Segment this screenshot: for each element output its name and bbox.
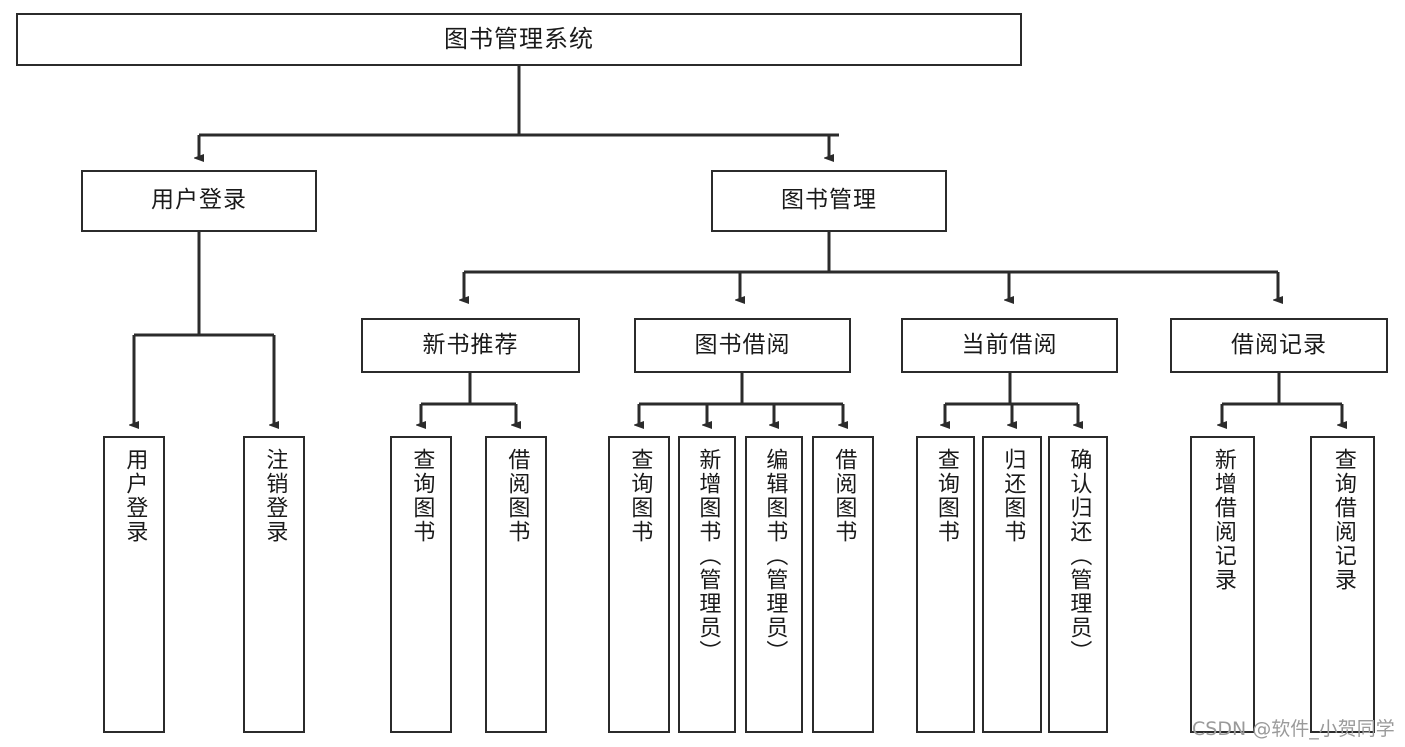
node-book-management[interactable]: 图书管理 bbox=[711, 170, 947, 232]
node-label: 编辑图书（管理员） bbox=[762, 448, 788, 664]
node-root[interactable]: 图书管理系统 bbox=[16, 13, 1022, 66]
node-label: 新增图书（管理员） bbox=[695, 448, 721, 664]
leaf-confirm-return-admin[interactable]: 确认归还（管理员） bbox=[1048, 436, 1108, 733]
node-label: 查询图书 bbox=[627, 448, 653, 544]
node-book-borrow[interactable]: 图书借阅 bbox=[634, 318, 851, 373]
leaf-query-borrow-record[interactable]: 查询借阅记录 bbox=[1310, 436, 1375, 733]
node-label: 查询图书 bbox=[409, 448, 435, 544]
node-label: 图书管理系统 bbox=[444, 25, 594, 54]
node-label: 归还图书 bbox=[1000, 448, 1026, 544]
leaf-borrow-book[interactable]: 借阅图书 bbox=[812, 436, 874, 733]
node-current-borrow[interactable]: 当前借阅 bbox=[901, 318, 1118, 373]
node-label: 注销登录 bbox=[262, 448, 288, 544]
leaf-edit-book-admin[interactable]: 编辑图书（管理员） bbox=[745, 436, 803, 733]
node-label: 当前借阅 bbox=[961, 331, 1058, 358]
node-label: 用户登录 bbox=[122, 448, 148, 544]
node-label: 查询图书 bbox=[933, 448, 959, 544]
leaf-return-book[interactable]: 归还图书 bbox=[982, 436, 1042, 733]
watermark: CSDN @软件_小贺同学 bbox=[1192, 718, 1395, 740]
leaf-query-book-recommend[interactable]: 查询图书 bbox=[390, 436, 452, 733]
node-label: 新增借阅记录 bbox=[1210, 448, 1236, 592]
node-label: 新书推荐 bbox=[422, 331, 519, 358]
leaf-logout[interactable]: 注销登录 bbox=[243, 436, 305, 733]
node-borrow-record[interactable]: 借阅记录 bbox=[1170, 318, 1388, 373]
leaf-query-book-current[interactable]: 查询图书 bbox=[916, 436, 975, 733]
node-label: 借阅记录 bbox=[1231, 331, 1327, 358]
node-label: 图书借阅 bbox=[694, 331, 791, 358]
node-label: 用户登录 bbox=[151, 187, 247, 214]
leaf-borrow-book-recommend[interactable]: 借阅图书 bbox=[485, 436, 547, 733]
node-user-login[interactable]: 用户登录 bbox=[81, 170, 317, 232]
leaf-add-borrow-record[interactable]: 新增借阅记录 bbox=[1190, 436, 1255, 733]
node-label: 确认归还（管理员） bbox=[1066, 448, 1092, 664]
node-label: 图书管理 bbox=[781, 187, 877, 214]
leaf-add-book-admin[interactable]: 新增图书（管理员） bbox=[678, 436, 736, 733]
leaf-user-login[interactable]: 用户登录 bbox=[103, 436, 165, 733]
leaf-query-book-borrow[interactable]: 查询图书 bbox=[608, 436, 670, 733]
node-label: 借阅图书 bbox=[831, 448, 857, 544]
node-new-book-recommend[interactable]: 新书推荐 bbox=[361, 318, 580, 373]
node-label: 借阅图书 bbox=[504, 448, 530, 544]
node-label: 查询借阅记录 bbox=[1330, 448, 1356, 592]
